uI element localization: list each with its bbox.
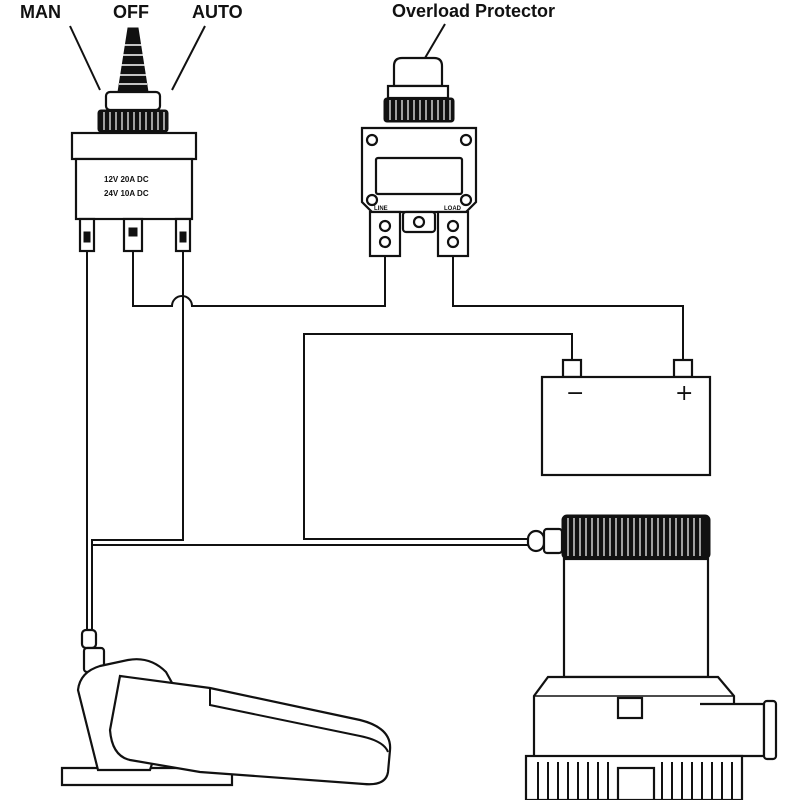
float-switch xyxy=(60,628,392,787)
battery-positive-symbol: + xyxy=(675,381,693,406)
protector-terminal-right xyxy=(436,210,470,258)
battery-terminal-negative xyxy=(561,358,583,379)
wire-auto-to-float xyxy=(91,251,184,636)
leader-man xyxy=(69,25,101,91)
label-auto: AUTO xyxy=(192,2,243,22)
toggle-switch: 12V 20A DC 24V 10A DC xyxy=(70,27,198,253)
wire-switch-to-protector xyxy=(132,251,386,307)
float-arm xyxy=(108,674,392,786)
label-man: MAN xyxy=(20,2,61,22)
label-off: OFF xyxy=(113,2,149,22)
protector-terminal-load: LOAD xyxy=(444,206,462,212)
switch-lever xyxy=(117,27,149,93)
protector-terminal-left xyxy=(368,210,402,258)
wire-protector-to-battery-positive xyxy=(452,256,684,360)
switch-rating-2: 24V 10A DC xyxy=(104,189,149,198)
label-overload-protector: Overload Protector xyxy=(392,1,555,21)
wires xyxy=(86,251,684,636)
switch-rating-1: 12V 20A DC xyxy=(104,175,149,184)
leader-auto xyxy=(171,25,206,91)
leader-protector xyxy=(424,23,446,59)
pump-motor-body xyxy=(562,557,710,679)
reset-button xyxy=(392,56,444,88)
battery-body xyxy=(540,375,712,477)
battery-negative-symbol: − xyxy=(566,381,584,406)
battery: − + xyxy=(540,358,712,477)
protector-terminal-line: LINE xyxy=(374,206,388,212)
overload-protector: LINE LOAD xyxy=(360,56,478,258)
wire-battery-negative-to-pump xyxy=(303,333,573,540)
switch-body xyxy=(70,131,198,161)
bilge-pump xyxy=(524,514,778,800)
battery-terminal-positive xyxy=(672,358,694,379)
